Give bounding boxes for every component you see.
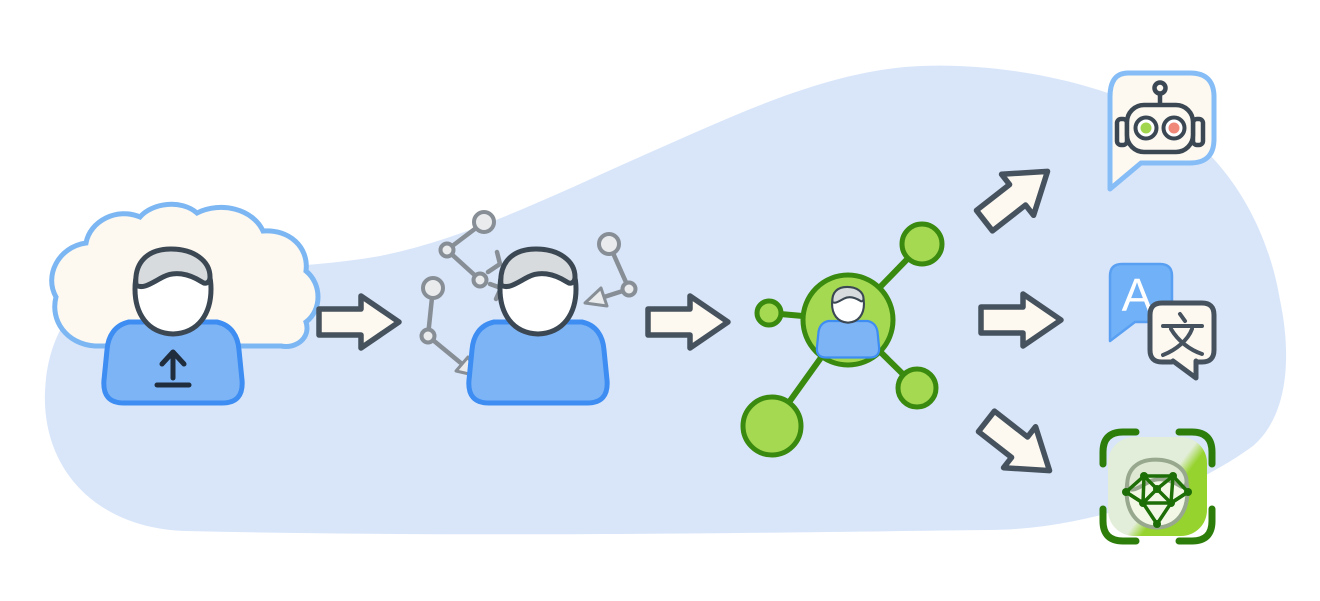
scan-face bbox=[1127, 460, 1188, 528]
network-node-bottom-left bbox=[740, 394, 804, 458]
network-node-bottom-right bbox=[895, 366, 939, 410]
robot-arm-top bbox=[438, 210, 504, 302]
avatar-head bbox=[500, 249, 576, 334]
avatar-head bbox=[135, 249, 211, 334]
avatar-network-stage bbox=[740, 221, 945, 458]
robot-eye-left-pupil bbox=[1140, 122, 1152, 134]
background-blob bbox=[44, 65, 1287, 535]
network-node-top-right bbox=[899, 221, 945, 267]
robot-arm-right bbox=[583, 232, 638, 308]
robot-antenna-tip bbox=[1152, 80, 1168, 96]
scan-frame-brackets bbox=[1099, 428, 1216, 545]
translation-output-icon: A 文 bbox=[1108, 262, 1217, 381]
chinese-character-wen: 文 bbox=[1161, 312, 1204, 357]
network-node-left bbox=[754, 298, 784, 328]
mini-avatar-body bbox=[815, 319, 881, 359]
chatbot-output-icon bbox=[1107, 70, 1217, 192]
face-mesh-wireframe bbox=[1122, 472, 1192, 528]
avatar-robot-arms-stage bbox=[419, 210, 638, 403]
mini-avatar-head bbox=[830, 285, 866, 324]
upload-arrow-icon bbox=[154, 349, 192, 388]
robot-eye-right-pupil bbox=[1168, 122, 1180, 134]
cloud-upload-avatar bbox=[49, 201, 321, 403]
face-scan-output-icon bbox=[1099, 428, 1216, 545]
letter-a: A bbox=[1122, 269, 1153, 321]
